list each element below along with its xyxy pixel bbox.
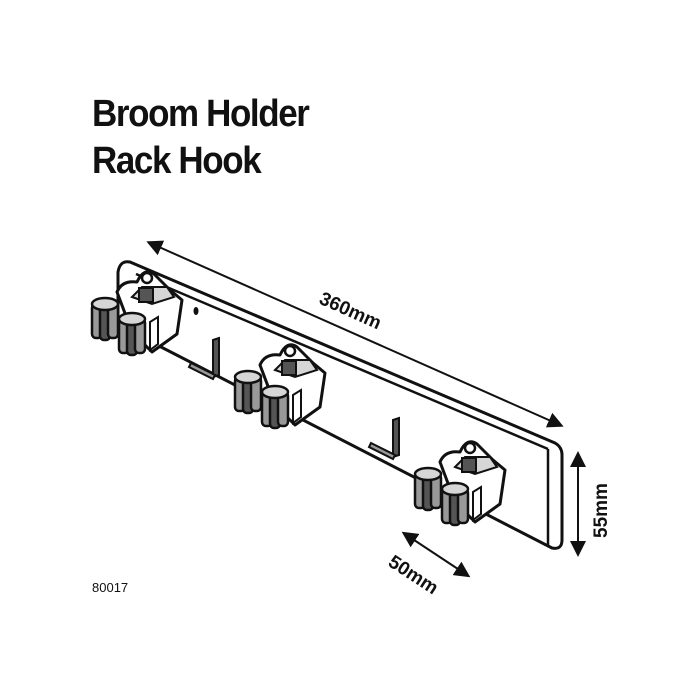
title-line-1: Broom Holder: [92, 93, 310, 135]
length-label: 360mm: [316, 288, 384, 334]
length-dimension-arrow: [146, 240, 564, 428]
product-code: 80017: [92, 580, 129, 595]
depth-dimension-arrow: [401, 531, 471, 578]
height-label: 55mm: [591, 483, 612, 538]
title-line-2: Rack Hook: [92, 140, 262, 182]
depth-label: 50mm: [384, 552, 441, 600]
